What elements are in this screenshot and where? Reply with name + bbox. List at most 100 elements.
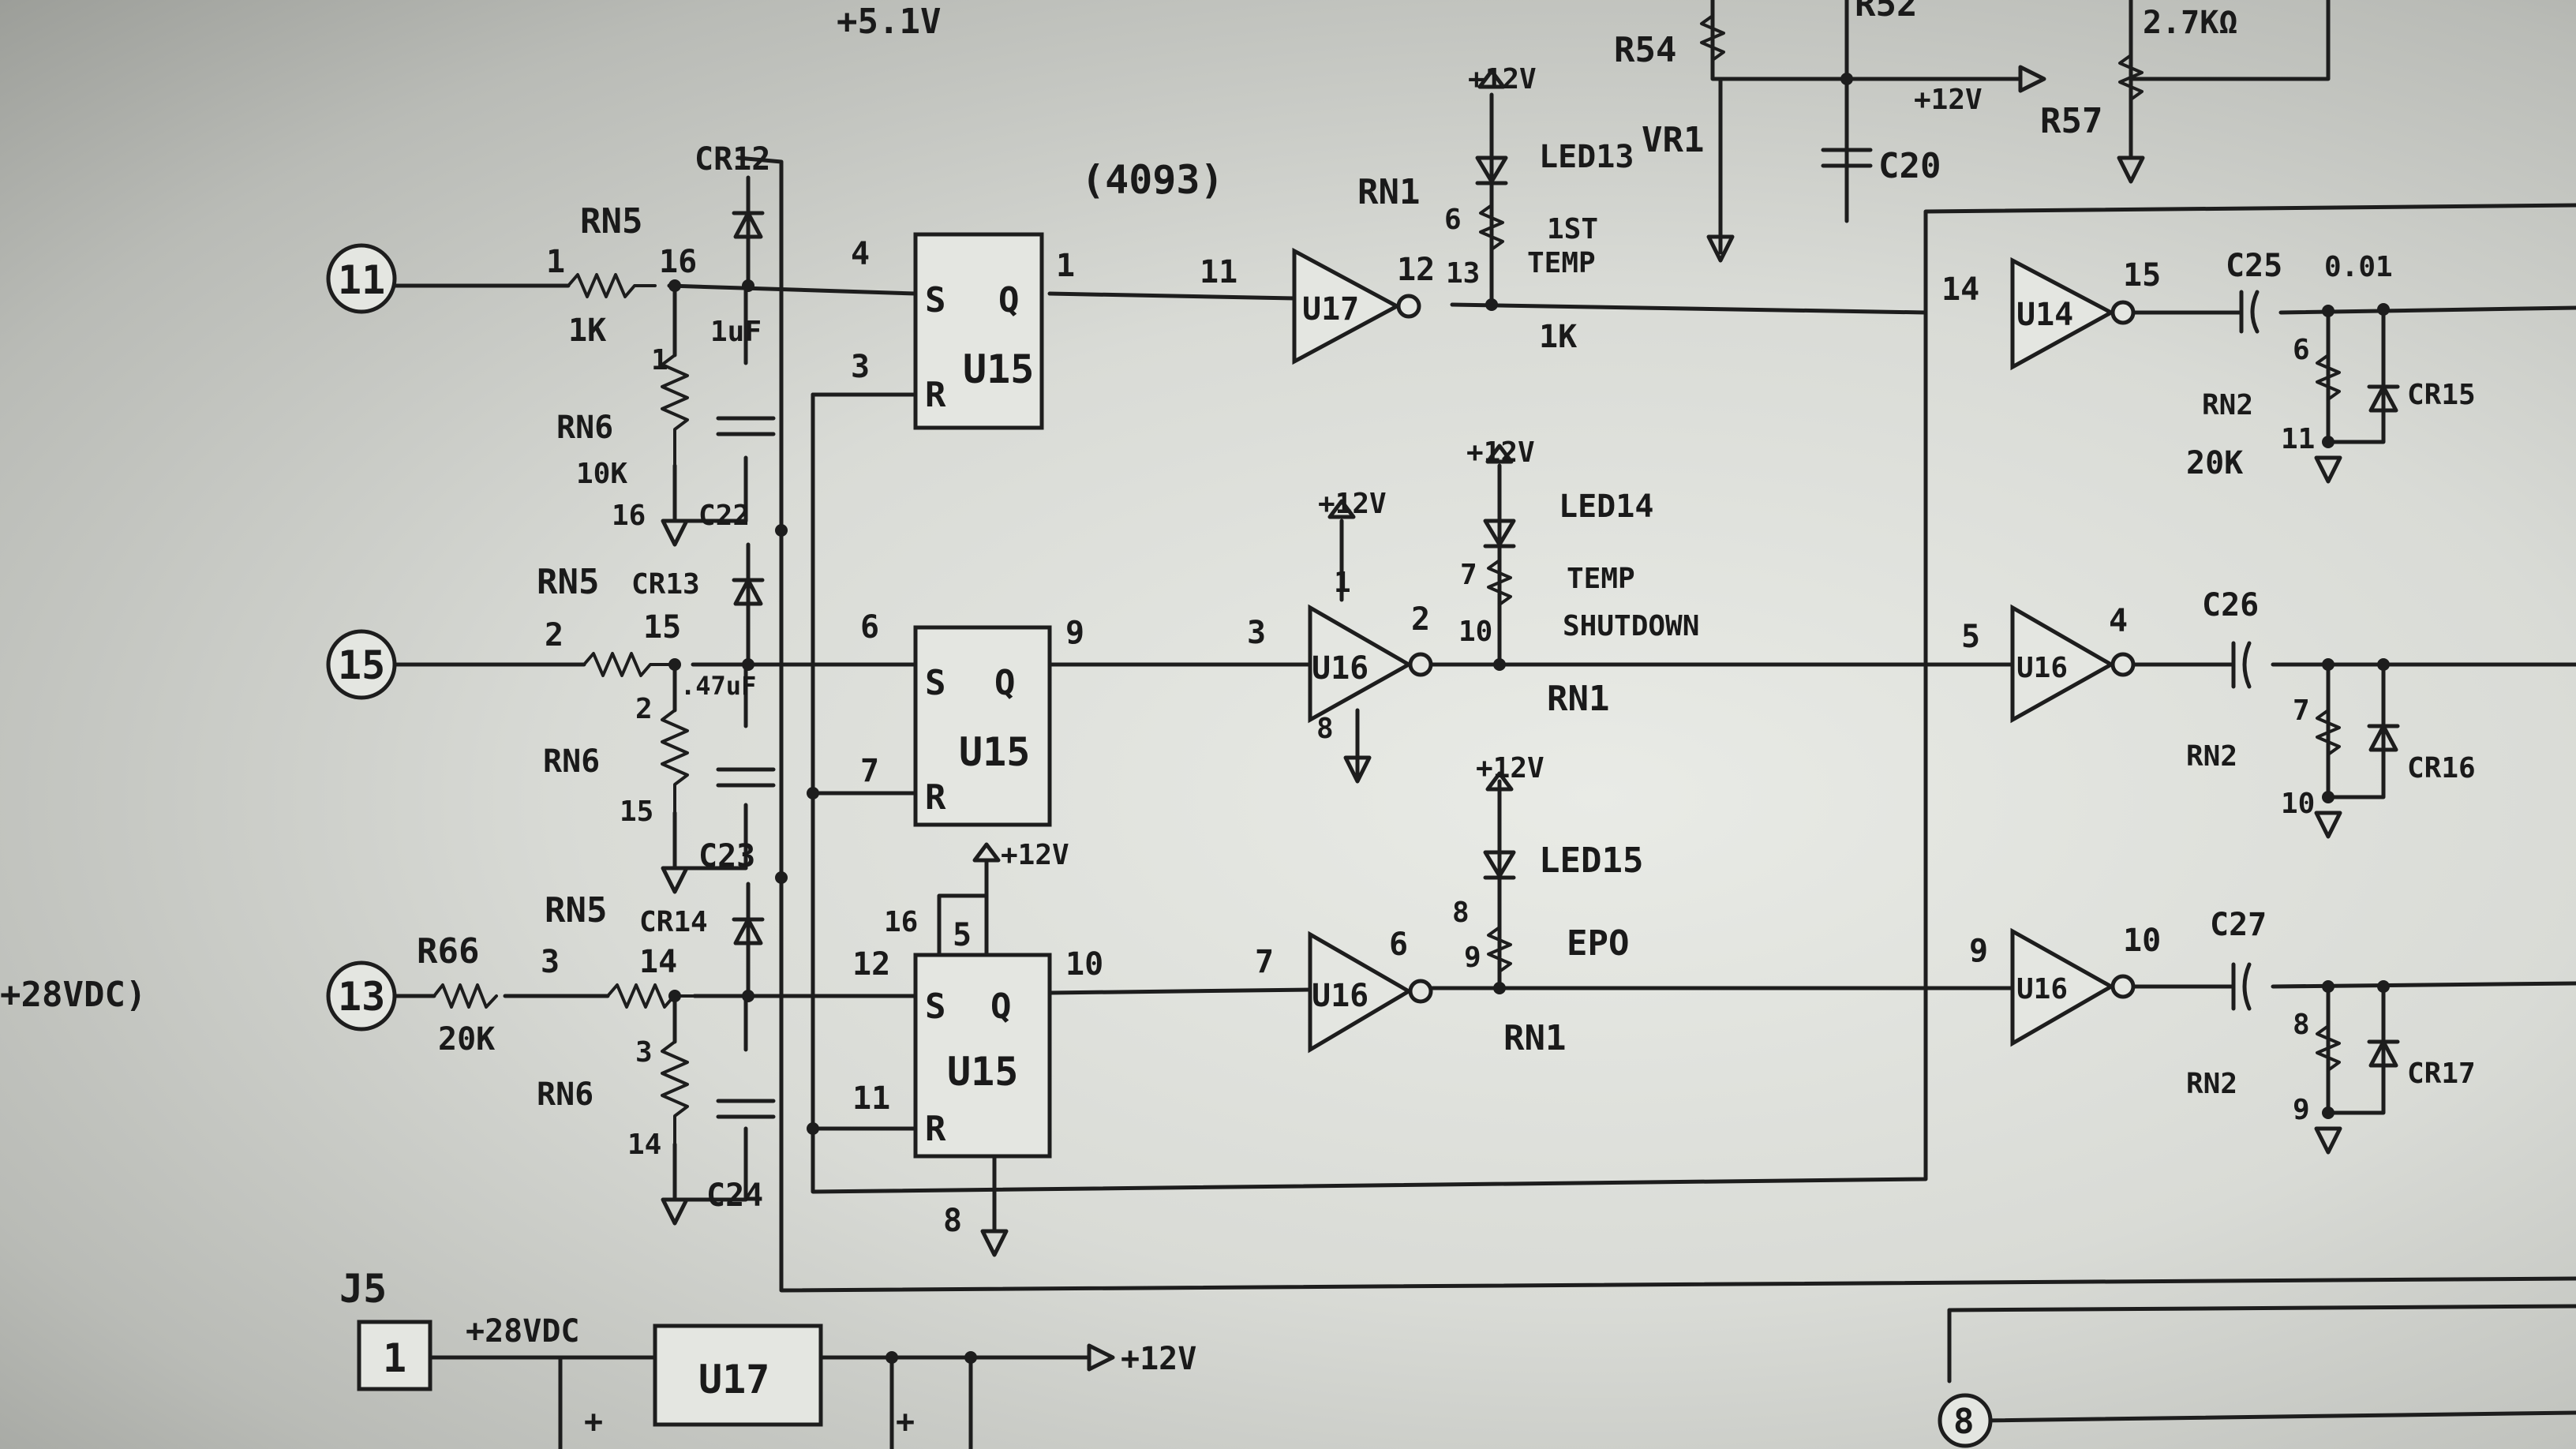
r66-value: 20K [438,1021,495,1058]
rn2-2-resistor [2316,709,2341,756]
rn1-label-a: RN1 [1357,172,1420,212]
cr14-diode [732,917,765,945]
u15-c-vcc: +12V [1001,839,1069,871]
r57-resistor [2118,54,2144,101]
u16-d-label: U16 [2016,973,2068,1005]
rn6-10k-label: 10K [576,458,627,490]
u17-box [653,1324,823,1427]
rn1-2-resistor [1487,559,1512,606]
c20-cap [1821,148,1873,168]
rn2-3-resistor [2316,1024,2341,1072]
led-vcc-b: +12V [1466,436,1535,469]
cr12-label: CR12 [695,141,770,178]
rn1-pin9: 9 [1464,942,1481,974]
c25-value: 0.01 [2324,251,2393,283]
u15-b-s: S [925,663,946,703]
inv-b-vcc: +12V [1318,488,1387,520]
r66-label: R66 [417,931,479,972]
u16-a-label: U16 [1312,650,1368,687]
u16-d-pin9: 9 [1969,933,1988,969]
rn2-label-b: RN2 [2186,740,2237,773]
rn2-pin11: 11 [2281,423,2315,455]
rn6-1-resistor [661,354,689,475]
u15-b-pin9: 9 [1065,615,1084,651]
u15-flipflops [653,232,1052,1427]
u14-pin14: 14 [1941,271,1979,308]
led-vcc-a: +12V [1468,63,1537,95]
r54-label: R54 [1614,30,1676,70]
cr17-label: CR17 [2407,1058,2476,1090]
rn6-label-b: RN6 [543,743,600,780]
rn2-pin8: 8 [2293,1009,2310,1041]
r52-label: R52 [1855,0,1917,24]
connector-15-label: 15 [338,642,385,688]
r54-resistor [1700,14,1725,62]
cr16-diode [2367,724,2400,752]
rn6-label-a: RN6 [556,410,613,446]
rn5-pin2: 2 [545,617,564,653]
cr13-label: CR13 [631,568,700,601]
rn1-pin10: 10 [1458,616,1492,648]
connector-11 [326,243,397,314]
r66-resistor [432,983,498,1009]
c22-cap [716,416,776,436]
cr15-label: CR15 [2407,379,2476,411]
connector-15 [326,629,397,700]
rn6-pin2: 2 [635,693,653,725]
connector-j5 [357,1320,432,1391]
rn6-label-c: RN6 [537,1076,593,1113]
u15-b-label: U15 [959,729,1030,775]
inv-b-pin8: 8 [1316,713,1334,745]
rn2-pin6: 6 [2293,334,2310,366]
junctions [668,73,2390,1364]
c20-label: C20 [1878,146,1941,186]
rn5-label-c: RN5 [545,890,607,930]
rn1-pin8: 8 [1452,897,1470,929]
diodes [732,155,2400,1068]
rn1-value: 1K [1539,319,1577,355]
c22-value: 1uF [710,316,762,348]
u15-b-pin6: 6 [860,609,879,646]
cr12-diode [732,211,765,239]
rn5-label-b: RN5 [537,562,599,602]
resistors [432,14,2341,1146]
rn5-pin14: 14 [639,944,677,980]
connector-13 [326,960,397,1032]
rn5-3-resistor [606,983,696,1009]
inv-b-pin3: 3 [1247,615,1266,651]
pot-value-label: 2.7KΩ [2143,5,2237,41]
rn6-2-resistor [661,709,689,822]
inverters [1292,247,2136,1054]
inv-b-pin1: 1 [1334,567,1351,599]
j5-label: J5 [339,1266,387,1312]
connectors [326,243,1993,1448]
u15-a-box [913,232,1044,430]
led14-desc1: TEMP [1567,563,1635,595]
r57-label: R57 [2040,101,2102,141]
inv-c-pin6: 6 [1389,927,1408,963]
u15-c-pin10: 10 [1065,946,1103,983]
u16-c-pin4: 4 [2109,603,2128,639]
connector-13-label: 13 [338,974,385,1020]
led15-label: LED15 [1539,841,1643,881]
u16-c-label: U16 [2016,652,2068,684]
rn5-1k-label: 1K [568,313,606,349]
r66-note: +28VDC) [0,975,146,1015]
c23-label: C23 [698,838,755,874]
rn1-1-resistor [1479,204,1504,251]
rn2-pin10: 10 [2281,788,2315,820]
rn1-3-resistor [1487,926,1512,973]
rn5-pin3: 3 [541,944,560,980]
cr14-label: CR14 [639,906,708,938]
rn6-pin1: 1 [651,344,668,376]
rn1-label-b: RN1 [1547,679,1609,719]
u15-c-pin5: 5 [953,917,972,953]
c24-label: C24 [706,1178,763,1214]
rn6-pin16: 16 [612,500,646,532]
u15-b-r: R [925,777,946,818]
inverter-u16-b [1308,930,1433,1054]
u15-c-pin16: 16 [884,906,918,938]
rn5-label-a: RN5 [580,201,642,242]
rn6-3-resistor [661,1040,689,1146]
